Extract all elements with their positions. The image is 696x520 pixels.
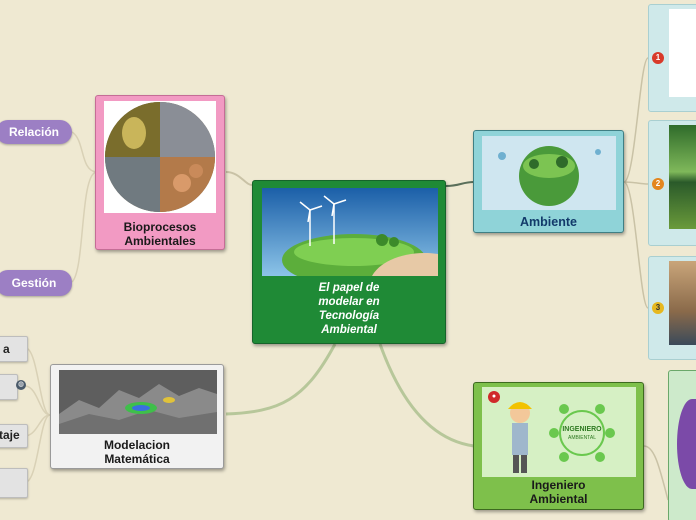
green-planet-image	[482, 136, 616, 210]
topic-modelacion-label: Modelacion Matemática	[81, 438, 193, 466]
number-badge-3: 3	[652, 302, 664, 314]
topic-bioprocesos-label: Bioprocesos Ambientales	[116, 220, 204, 248]
number-badge-2: 2	[652, 178, 664, 190]
topic-ambiente-label: Ambiente	[474, 215, 623, 229]
central-topic[interactable]: El papel de modelar en Tecnología Ambien…	[252, 180, 446, 344]
right-card-3-image	[669, 261, 696, 345]
warning-icon: ●	[488, 391, 500, 403]
subtopic-gestion[interactable]: Gestión	[0, 270, 72, 296]
wind-turbine-globe-image	[262, 188, 438, 276]
right-card-2-image	[669, 125, 696, 229]
globe-icon: ◍	[16, 380, 26, 390]
right-card-1-image	[669, 9, 696, 97]
left-item-1[interactable]: a	[0, 336, 28, 362]
central-topic-title: El papel de modelar en Tecnología Ambien…	[301, 281, 397, 337]
engineer-illustration-image: INGENIERO AMBIENTAL	[482, 387, 636, 477]
topic-ingeniero-ambiental[interactable]: INGENIERO AMBIENTAL ● Ingeniero Ambienta…	[473, 382, 644, 510]
topic-bioprocesos-ambientales[interactable]: Bioprocesos Ambientales	[95, 95, 225, 250]
right-card-4[interactable]	[668, 370, 696, 520]
terrain-model-image	[59, 370, 217, 434]
subtopic-relacion[interactable]: Relación	[0, 120, 72, 144]
number-badge-1: 1	[652, 52, 664, 64]
engineer-image-subtext: AMBIENTAL	[568, 435, 596, 441]
bioprocess-collage-image	[104, 101, 216, 213]
topic-ambiente[interactable]: Ambiente	[473, 130, 624, 233]
left-item-4[interactable]	[0, 468, 28, 498]
engineer-image-text: INGENIERO	[562, 426, 602, 433]
right-card-4-image	[677, 399, 696, 489]
left-item-2[interactable]	[0, 374, 18, 400]
topic-ingeniero-label: Ingeniero Ambiental	[504, 478, 613, 506]
topic-modelacion-matematica[interactable]: Modelacion Matemática	[50, 364, 224, 469]
left-item-3[interactable]: taje	[0, 424, 28, 448]
